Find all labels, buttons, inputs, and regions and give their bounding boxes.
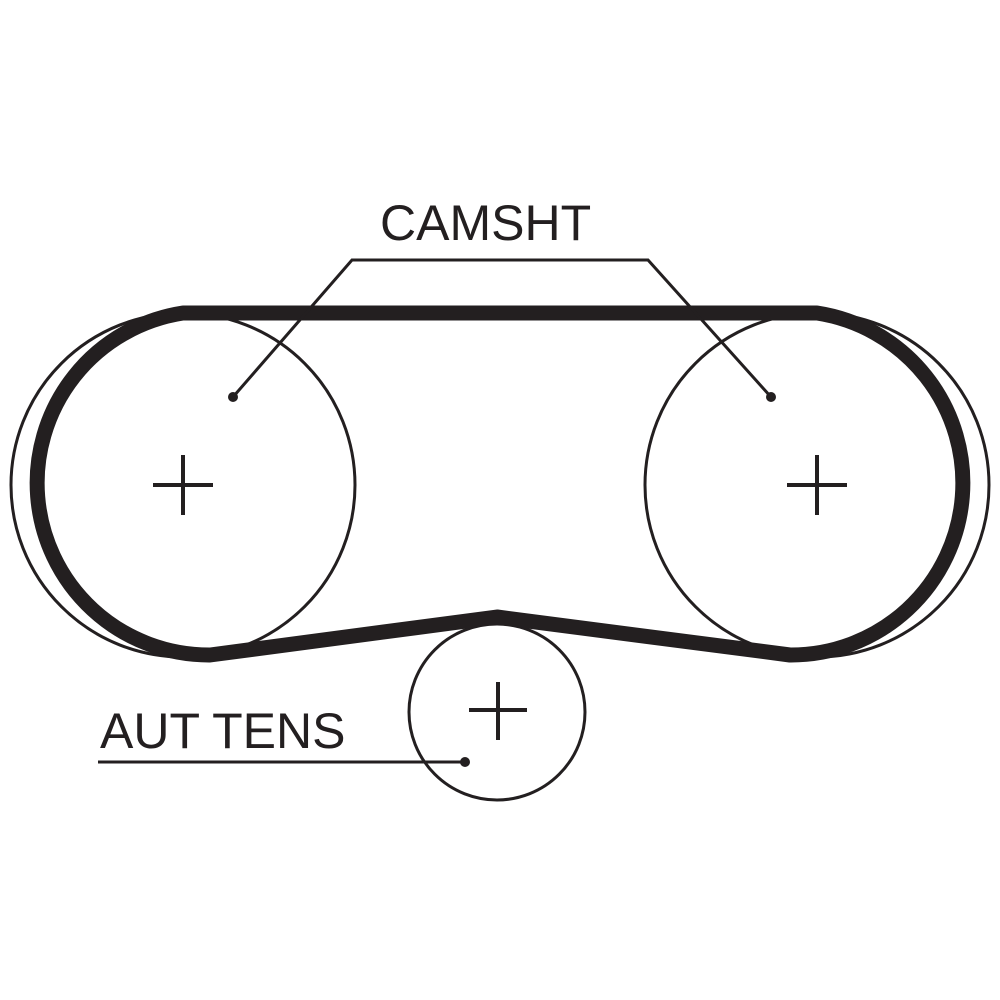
tensioner-leader-dot (460, 757, 470, 767)
timing-belt (29, 305, 971, 663)
camshaft-leader-line (231, 258, 773, 399)
left-pulley-center-mark (153, 455, 213, 515)
right-leader-dot (766, 392, 776, 402)
camshaft-label: CAMSHT (380, 195, 591, 251)
tensioner-center-mark (469, 682, 527, 740)
left-leader-dot (228, 392, 238, 402)
tensioner-label: AUT TENS (100, 703, 345, 759)
right-pulley-center-mark (787, 455, 847, 515)
